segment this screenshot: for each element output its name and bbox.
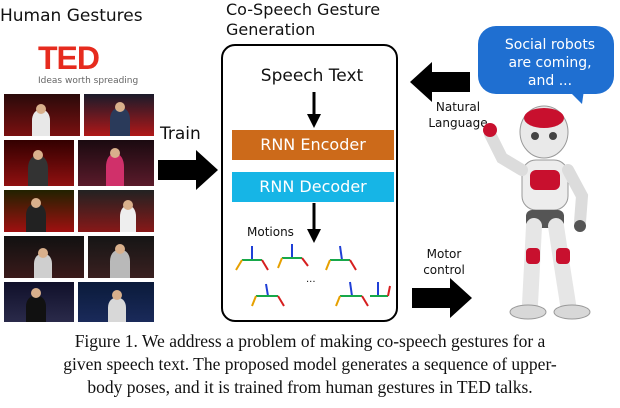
train-label: Train [160, 124, 201, 144]
motion-poses [235, 244, 391, 307]
ted-talk-photo [4, 140, 74, 186]
ted-talk-photo [4, 190, 74, 232]
pose-figure [370, 282, 391, 297]
motor-control-line: Motor [426, 247, 462, 261]
ted-talk-photo [4, 282, 74, 322]
speech-bubble-line: and ... [527, 73, 573, 89]
pose-figure [335, 281, 369, 307]
speech-text-label: Speech Text [260, 66, 364, 86]
generation-title-line2: Generation [226, 20, 316, 39]
pose-figure [251, 283, 285, 307]
pose-figure [325, 245, 357, 271]
caption-line: body poses, and it is trained from human… [87, 377, 533, 397]
arrow-down-icon [307, 203, 321, 243]
generation-box [221, 44, 398, 322]
natural-language-line: Language [428, 116, 488, 130]
figure-caption: Figure 1. We address a problem of making… [0, 330, 620, 399]
rnn-decoder-block: RNN Decoder [232, 172, 394, 202]
ted-talk-photo [88, 236, 154, 278]
rnn-encoder-block: RNN Encoder [232, 130, 394, 160]
arrow-left-icon [410, 62, 470, 102]
train-arrow-icon [158, 150, 218, 190]
ted-talk-photo [84, 94, 154, 136]
natural-language-line: Natural [435, 100, 481, 114]
ted-tagline: Ideas worth spreading [38, 76, 139, 86]
motions-ellipsis: ... [306, 274, 316, 285]
pose-figure [277, 244, 309, 269]
ted-talk-photo [78, 140, 154, 186]
human-gestures-title: Human Gestures [0, 6, 143, 26]
motor-control-label: Motor control [414, 246, 474, 278]
ted-logo: TED [38, 40, 100, 76]
speech-bubble-line: are coming, [508, 55, 592, 71]
ted-talk-photo [4, 236, 84, 278]
pose-figure [235, 246, 269, 271]
caption-line: Figure 1. We address a problem of making… [74, 331, 546, 351]
speech-bubble-line: Social robots [504, 37, 596, 53]
speech-bubble-text: Social robots are coming, and ... [484, 36, 616, 90]
ted-talk-photo [4, 94, 80, 136]
arrow-down-icon [307, 92, 321, 128]
speech-bubble [478, 26, 614, 104]
generation-title-line1: Co-Speech Gesture [226, 0, 381, 19]
generation-title: Co-Speech Gesture Generation [226, 0, 380, 40]
ted-talk-photo [78, 190, 154, 232]
caption-line: given speech text. The proposed model ge… [63, 354, 557, 374]
ted-talk-photo [78, 282, 154, 322]
arrow-right-icon [412, 278, 472, 318]
nao-robot [483, 105, 591, 320]
motions-label: Motions [247, 225, 294, 239]
motor-control-line: control [423, 263, 465, 277]
natural-language-label: Natural Language [418, 99, 498, 131]
